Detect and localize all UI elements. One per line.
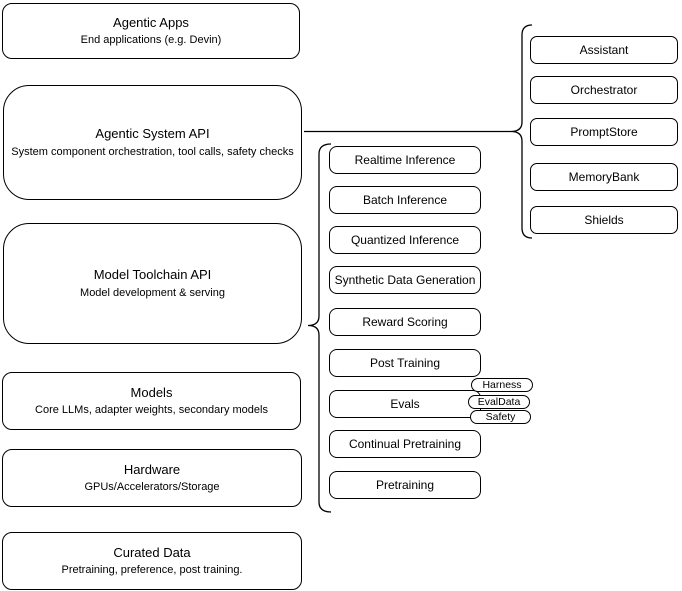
node-title: Curated Data (113, 544, 191, 560)
node-curated-data: Curated Data Pretraining, preference, po… (2, 532, 302, 590)
node-realtime-inference: Realtime Inference (329, 146, 481, 174)
node-subtitle: End applications (e.g. Devin) (80, 34, 222, 47)
node-shields: Shields (530, 206, 678, 234)
tag-harness: Harness (471, 378, 533, 392)
node-agentic-system-api: Agentic System API System component orch… (3, 85, 302, 200)
node-title: Models (130, 384, 173, 400)
node-title: Hardware (123, 461, 181, 477)
tag-evaldata: EvalData (468, 395, 530, 409)
node-subtitle: Core LLMs, adapter weights, secondary mo… (35, 404, 268, 417)
toolchain-brace (307, 143, 332, 513)
node-promptstore: PromptStore (530, 118, 678, 146)
node-title: Agentic System API (95, 126, 210, 142)
node-batch-inference: Batch Inference (329, 186, 481, 214)
node-orchestrator: Orchestrator (530, 76, 678, 104)
node-synthetic-data-generation: Synthetic Data Generation (329, 266, 481, 294)
node-evals: Evals (329, 390, 481, 418)
node-post-training: Post Training (329, 349, 481, 377)
node-quantized-inference: Quantized Inference (329, 226, 481, 254)
node-pretraining: Pretraining (329, 471, 481, 499)
node-agentic-apps: Agentic Apps End applications (e.g. Devi… (2, 3, 300, 59)
node-title: Model Toolchain API (93, 267, 212, 283)
node-subtitle: System component orchestration, tool cal… (11, 145, 294, 158)
tag-safety: Safety (470, 410, 531, 424)
node-assistant: Assistant (530, 36, 678, 64)
node-continual-pretraining: Continual Pretraining (329, 430, 481, 458)
node-subtitle: Model development & serving (80, 286, 225, 299)
node-hardware: Hardware GPUs/Accelerators/Storage (2, 449, 302, 507)
node-models: Models Core LLMs, adapter weights, secon… (2, 372, 301, 430)
system-brace (510, 24, 533, 239)
node-reward-scoring: Reward Scoring (329, 308, 481, 336)
node-title: Agentic Apps (113, 14, 189, 30)
node-subtitle: GPUs/Accelerators/Storage (84, 481, 220, 494)
node-subtitle: Pretraining, preference, post training. (61, 564, 243, 577)
node-model-toolchain-api: Model Toolchain API Model development & … (3, 223, 302, 344)
node-memorybank: MemoryBank (530, 163, 678, 191)
